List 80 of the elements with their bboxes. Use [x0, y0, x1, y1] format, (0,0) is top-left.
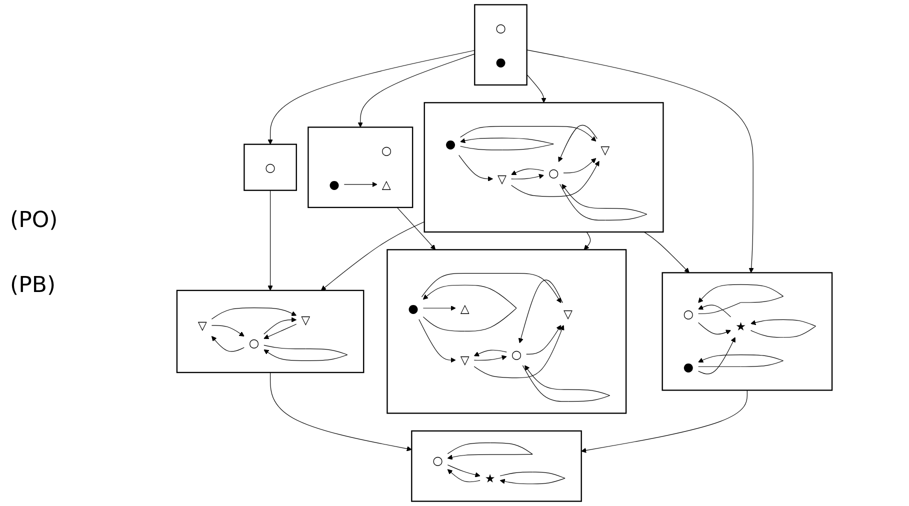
arrow — [526, 50, 754, 273]
arrow — [581, 390, 748, 453]
arrow — [698, 354, 784, 367]
cluster — [244, 144, 297, 191]
node-text: ○ — [265, 160, 276, 174]
node-text: △ — [460, 301, 470, 316]
node-text: ▽ — [301, 312, 310, 327]
arrow — [560, 184, 648, 220]
node-text: ● — [408, 301, 418, 316]
arrow — [320, 222, 425, 291]
node-text: ○ — [683, 306, 694, 321]
arrow — [418, 319, 456, 363]
cluster — [411, 430, 582, 502]
arrow — [211, 336, 244, 352]
arrow — [644, 232, 690, 273]
arrow — [264, 324, 297, 340]
arrow — [264, 317, 297, 334]
arrow — [474, 350, 507, 356]
arrow — [268, 190, 273, 291]
node-text: ▽ — [600, 142, 610, 157]
diagram-label: (PB) — [10, 273, 57, 298]
arrow — [698, 284, 784, 314]
node-text: ● — [496, 54, 506, 70]
cluster — [424, 102, 664, 233]
node-text: ● — [445, 136, 456, 152]
arrow — [211, 308, 297, 320]
arrow — [447, 469, 480, 482]
arrow — [474, 325, 564, 378]
arrow — [421, 273, 562, 304]
arrow — [698, 337, 736, 374]
arrow — [526, 325, 562, 354]
arrow — [522, 365, 610, 402]
arrow — [511, 168, 544, 176]
arrow — [264, 344, 348, 361]
arrow — [698, 322, 731, 335]
node-text: ★ — [735, 319, 746, 334]
arrow — [460, 138, 554, 150]
arrow — [268, 50, 475, 145]
arrow — [396, 207, 436, 250]
node-text: ○ — [496, 20, 506, 35]
node-text: ★ — [484, 471, 496, 486]
cluster — [176, 290, 364, 374]
arrow — [447, 464, 480, 478]
arrow — [698, 304, 732, 318]
node-text: ○ — [432, 453, 443, 468]
arrow — [358, 54, 475, 128]
node-text: ▽ — [498, 172, 507, 186]
node-text: ○ — [381, 143, 392, 158]
arrow — [518, 280, 563, 344]
arrow — [511, 174, 544, 180]
arrow — [458, 154, 494, 182]
arrow — [558, 124, 598, 162]
diagram-label: (PO) — [10, 208, 59, 233]
arrow — [750, 319, 816, 338]
node-text: ● — [329, 177, 340, 192]
node-text: ▽ — [198, 318, 207, 333]
arrow — [211, 325, 244, 336]
node-text: ○ — [511, 347, 522, 362]
arrow — [511, 160, 600, 197]
cluster — [474, 4, 528, 86]
cluster — [662, 272, 833, 391]
arrow — [563, 158, 596, 174]
node-text: △ — [382, 177, 392, 192]
arrow — [500, 472, 566, 484]
arrow — [422, 284, 517, 332]
arrow — [460, 126, 596, 142]
arrow — [584, 232, 591, 250]
arrow — [344, 182, 378, 188]
arrow — [474, 355, 507, 361]
node-text: ▽ — [564, 306, 573, 322]
arrow — [422, 306, 456, 311]
arrow — [270, 372, 412, 452]
node-text: ○ — [548, 166, 559, 180]
arrow — [526, 74, 546, 103]
node-text: ● — [683, 360, 694, 374]
cluster — [308, 126, 414, 208]
node-text: ▽ — [460, 353, 470, 368]
cluster — [386, 249, 627, 414]
arrow — [447, 442, 533, 460]
node-text: ○ — [248, 336, 260, 350]
